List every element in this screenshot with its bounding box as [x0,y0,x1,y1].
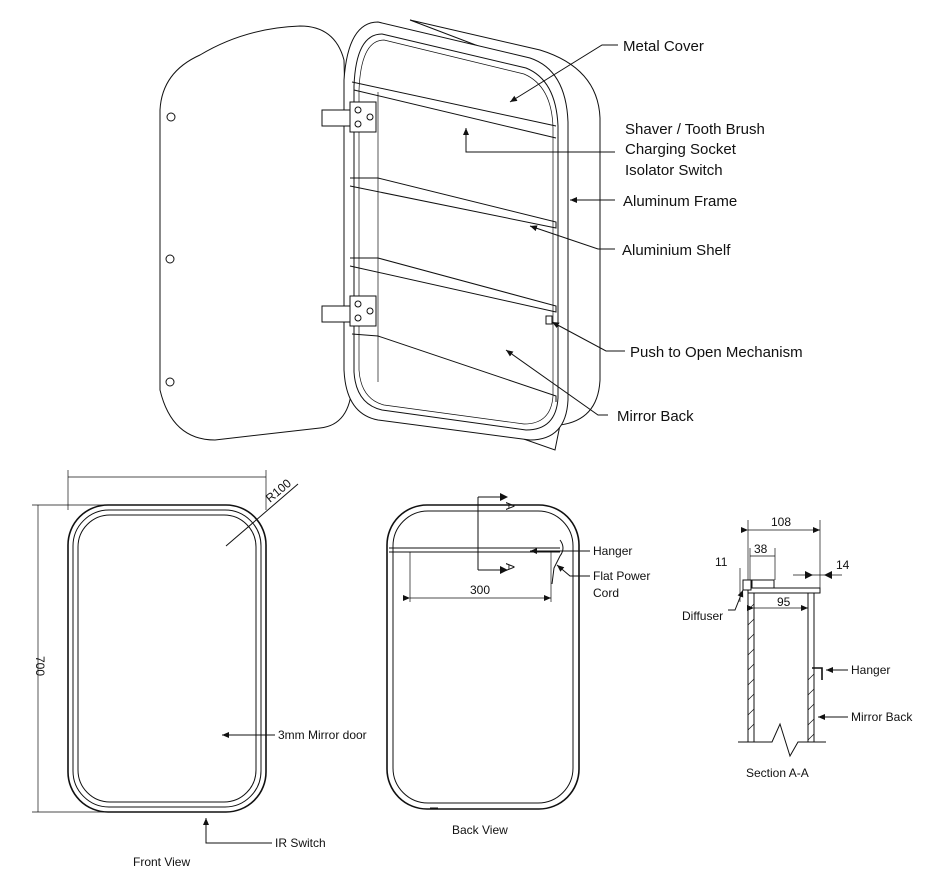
back-view: 300 A A Hanger Flat Power Cord Back View [386,493,650,837]
section-break-line [738,722,826,758]
label-section-mirror-back: Mirror Back [851,710,913,724]
label-shaver-1: Shaver / Tooth Brush [625,121,765,138]
label-push-to-open: Push to Open Mechanism [630,344,803,361]
aluminum-frame-line [353,33,559,431]
aluminum-frame-line-2 [358,39,554,425]
aluminium-shelf-lower [349,257,557,313]
back-panel-inner [392,510,574,804]
cabinet-front [343,21,569,441]
hinge-top [321,101,377,133]
leader-ir-switch [203,818,272,844]
front-view-caption: Front View [133,855,190,869]
radius-leader [225,483,299,547]
section-diffuser-block [742,579,752,591]
bottom-shelf [351,333,557,402]
open-mirror-door [159,25,353,441]
back-view-caption: Back View [452,823,508,837]
section-mark-top: A [503,502,517,510]
power-cord [551,539,564,585]
dim-95-label: 95 [777,595,791,609]
label-back-hanger: Hanger [593,544,632,558]
door-hole-mid [165,254,175,264]
label-ir-switch: IR Switch [275,836,326,850]
back-panel-outer [386,504,580,810]
door-hole-top [166,112,176,122]
label-section-hanger: Hanger [851,663,890,677]
leader-diffuser [728,589,744,611]
leader-shaver [463,128,615,153]
label-shaver-2: Charging Socket [625,141,737,158]
section-view: 108 38 11 14 95 Diffuser Hanger [682,515,913,780]
label-mirror-door: 3mm Mirror door [278,728,367,742]
leader-aluminium-shelf [529,225,615,250]
section-top-plate [747,587,821,594]
section-left-wall [747,593,755,742]
leader-mirror-back [505,349,608,416]
section-mark-bottom: A [503,563,517,571]
dim-108-label: 108 [771,515,791,529]
section-light-unit [751,579,775,589]
door-hole-bottom [165,377,175,387]
dim-300-label: 300 [470,583,490,597]
label-shaver-3: Isolator Switch [625,162,723,179]
hinge-bottom [321,295,377,327]
front-view: 700 R100 3mm Mirror door IR Switch Front… [32,470,367,869]
leader-power-cord [556,564,590,577]
leader-metal-cover [509,44,618,103]
section-caption: Section A-A [746,766,809,780]
front-panel-outer [67,504,267,813]
label-diffuser: Diffuser [682,609,723,623]
front-panel-frame [72,509,262,808]
label-power-cord-2: Cord [593,586,619,600]
label-aluminum-frame: Aluminum Frame [623,193,737,210]
label-mirror-back: Mirror Back [617,408,694,425]
leader-push-to-open [551,321,625,352]
label-metal-cover: Metal Cover [623,38,704,55]
label-power-cord-1: Flat Power [593,569,650,583]
push-to-open-latch [545,315,553,325]
front-mirror [77,514,257,803]
dim-38-label: 38 [754,542,768,556]
label-aluminium-shelf: Aluminium Shelf [622,242,731,259]
isometric-view: Metal Cover Shaver / Tooth Brush Chargin… [159,19,803,451]
front-height-label: 700 [33,656,47,676]
dim-11-label: 11 [715,555,728,569]
dim-14-label: 14 [836,558,850,572]
metal-cover-lower [353,89,557,139]
aluminium-shelf-upper [349,177,557,229]
section-hanger-bracket [812,667,823,680]
metal-cover [351,81,557,127]
